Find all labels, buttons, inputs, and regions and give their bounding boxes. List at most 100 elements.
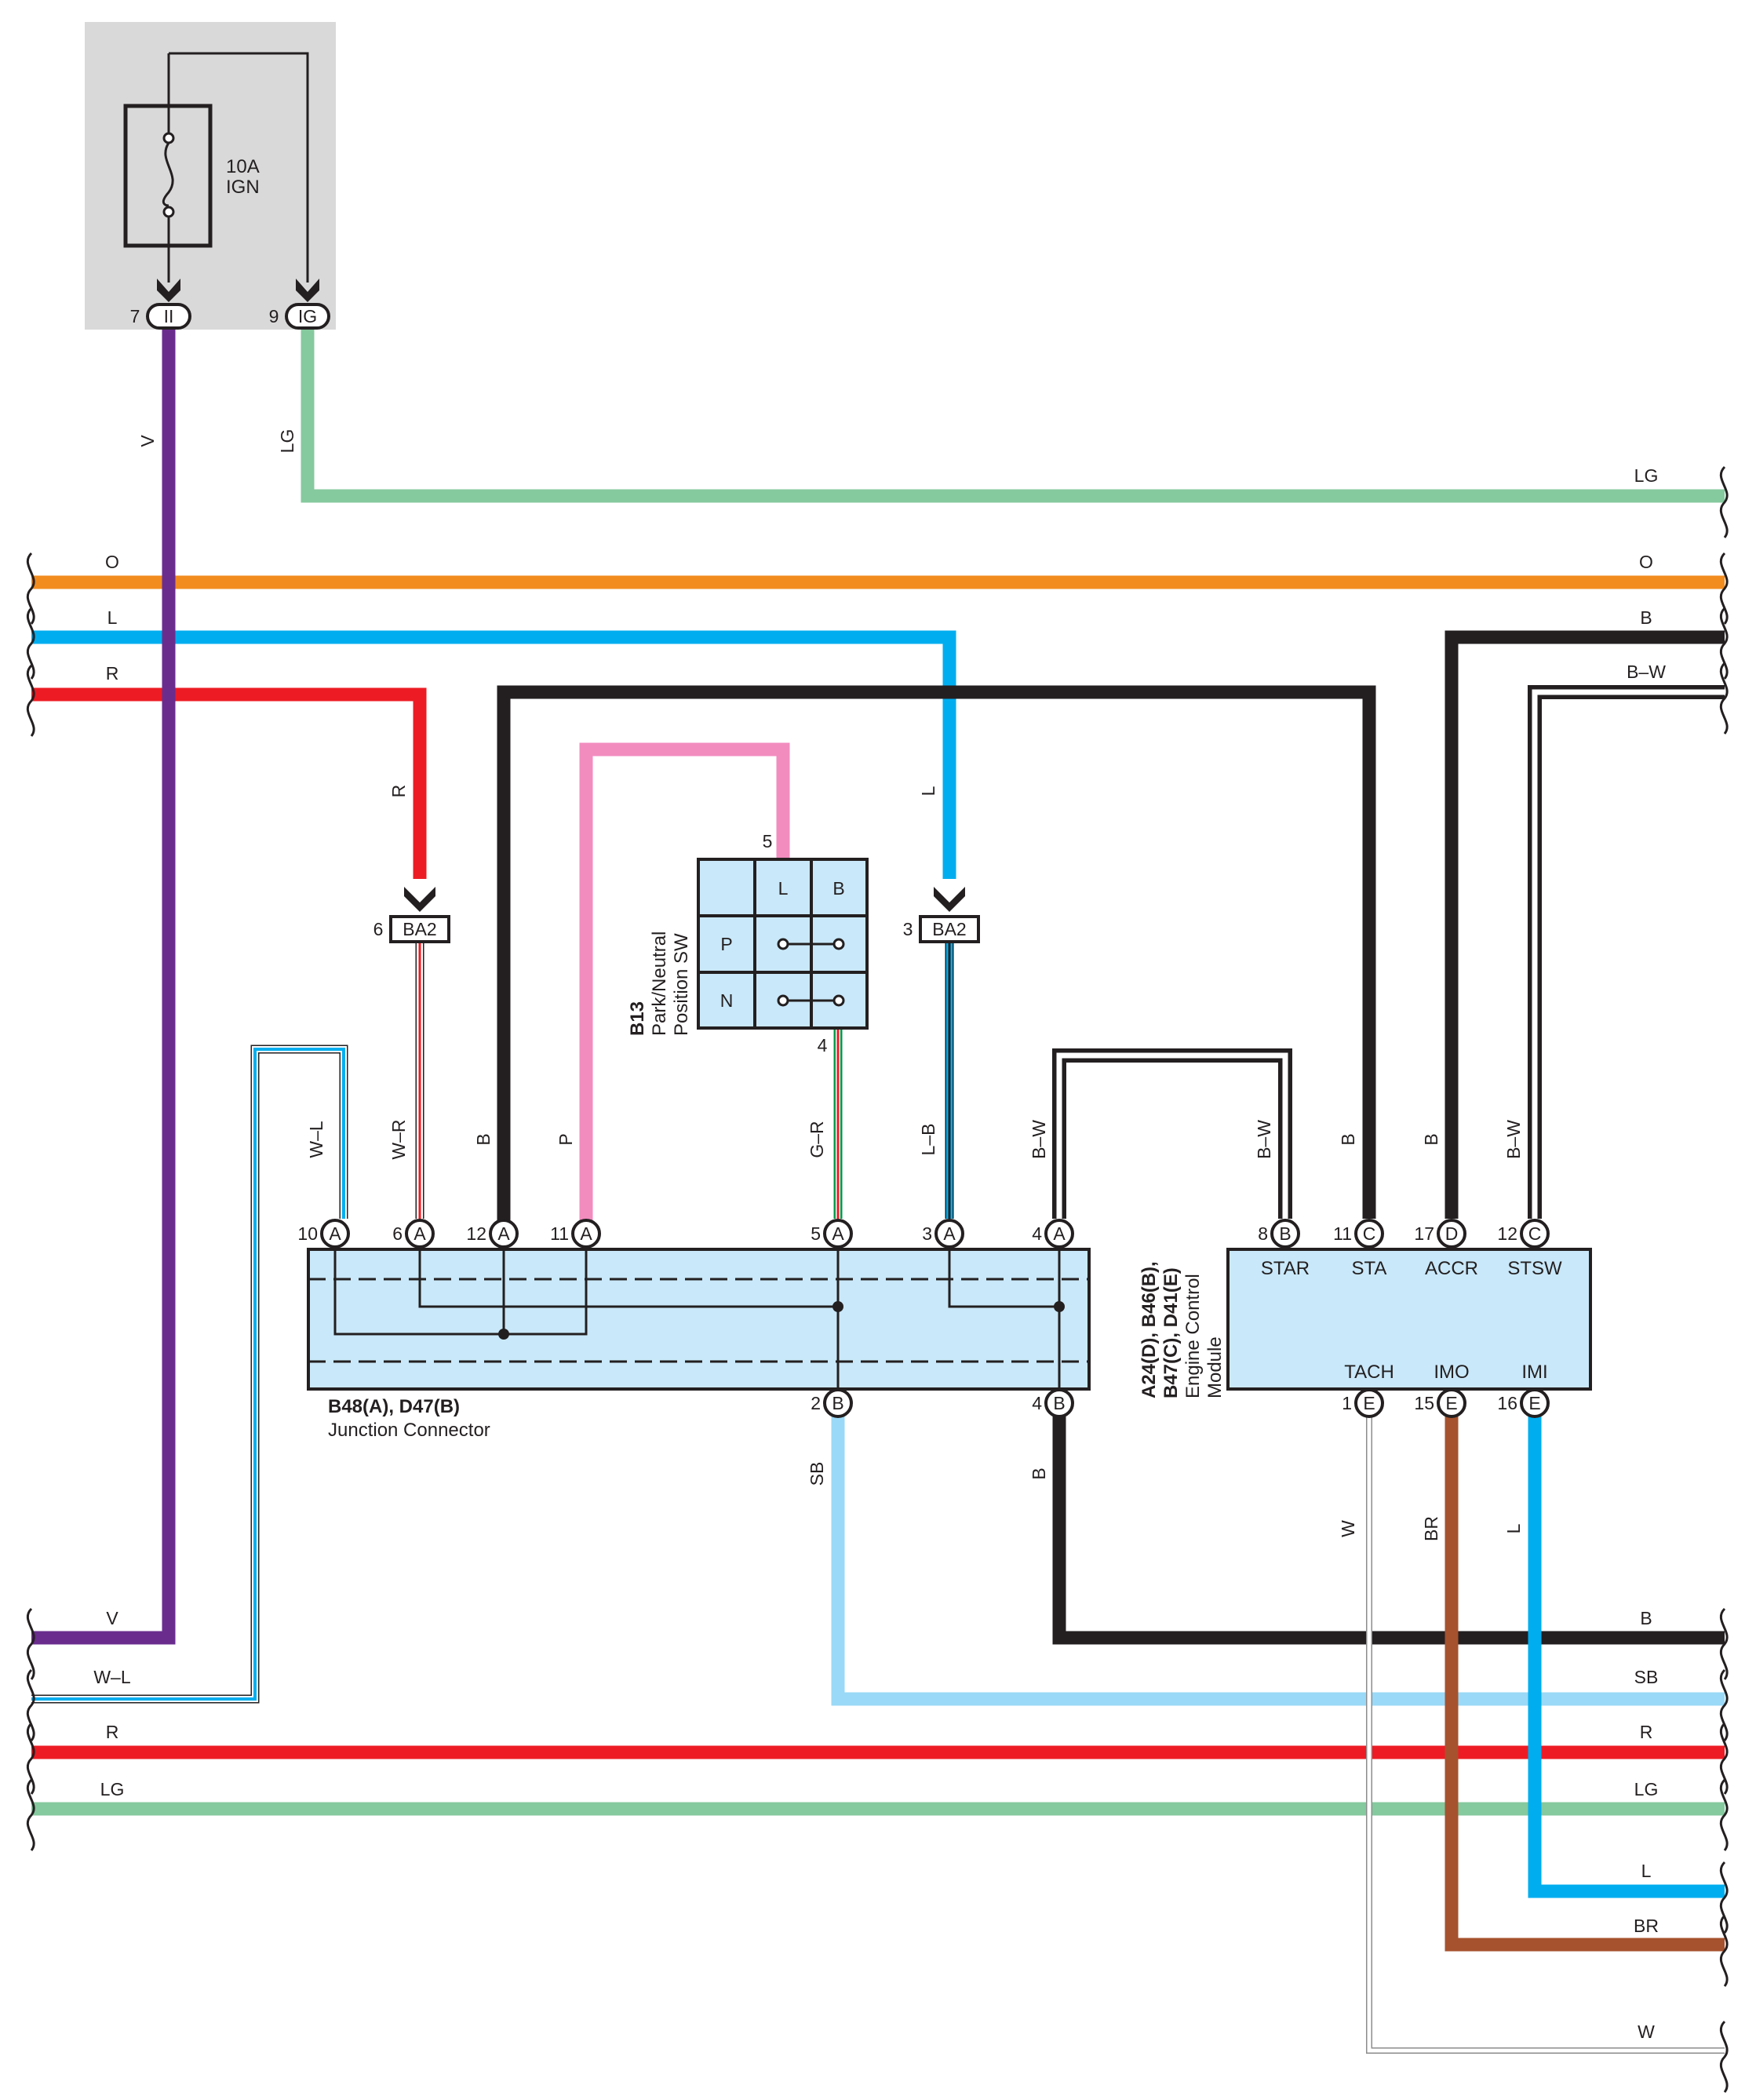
wire-label-v-left: V (106, 1608, 118, 1628)
ecm-top-pin-number: 17 (1414, 1223, 1434, 1244)
ecm-top-pin-circle (1354, 1219, 1384, 1249)
junction-bottom-pin-number: 2 (811, 1393, 821, 1413)
terminal-arrow-icon (296, 279, 319, 302)
splice-left-pin: 6 (373, 919, 384, 939)
ecm-bottom-pin-letter: E (1445, 1393, 1457, 1413)
terminal-arrow-icon (404, 887, 435, 912)
wire-label-br-vertical: BR (1421, 1516, 1441, 1541)
junction-connector: B48(A), D47(B) Junction Connector (307, 1246, 1091, 1441)
junction-bottom-pin-number: 4 (1032, 1393, 1042, 1413)
ecm-name-line2: Module (1204, 1336, 1226, 1398)
wire-label-w-vertical: W (1338, 1520, 1358, 1537)
wire-label-bw-pin12: B–W (1503, 1120, 1524, 1159)
fuse-pin-7-number: 7 (130, 306, 140, 326)
wire-label-l-vertical: L (918, 786, 938, 796)
wire-label-br-right: BR (1634, 1916, 1659, 1936)
fuse-name: IGN (226, 177, 260, 198)
fuse-pin-ii: II (164, 306, 174, 326)
junction-top-pin-letter: A (413, 1223, 426, 1244)
switch-contact-icon (777, 938, 789, 950)
ecm-bottom-pin-number: 15 (1414, 1393, 1434, 1413)
ecm-top-pin-circle (1437, 1219, 1466, 1249)
ecm-bottom-pin-letter: E (1363, 1393, 1375, 1413)
ecm-bottom-pin-number: 16 (1497, 1393, 1517, 1413)
ecm-top-pin-letter: B (1279, 1223, 1291, 1244)
ecm-bottom-pin-letter: E (1528, 1393, 1540, 1413)
wire-l-bottom (1528, 1416, 1725, 1898)
junction-name: Junction Connector (328, 1420, 490, 1441)
wire-label-lg-right-bottom: LG (1634, 1779, 1659, 1799)
wire-v (31, 330, 176, 1645)
switch-pin-4: 4 (818, 1035, 828, 1055)
ecm-terminal-label: IMO (1434, 1362, 1469, 1383)
wire-p (579, 742, 790, 1232)
junction-top-pin-letter: A (943, 1223, 956, 1244)
junction-top-pin-circle (320, 1219, 350, 1249)
ecm-terminal-label: STSW (1507, 1258, 1562, 1279)
ecm-top-pin-number: 12 (1497, 1223, 1517, 1244)
junction-bottom-pin-circle (823, 1388, 853, 1418)
ecm-top-pin-circle (1520, 1219, 1550, 1249)
wire-break-symbols (26, 465, 1729, 2093)
fuse-element-icon (162, 142, 174, 207)
wire-label-l-pin16: L (1503, 1523, 1524, 1533)
engine-control-module: A24(D), B46(B), B47(C), D41(E) Engine Co… (1138, 1248, 1592, 1398)
wire-label-b-pin4b: B (1029, 1467, 1049, 1479)
junction-code: B48(A), D47(B) (328, 1396, 460, 1417)
ecm-terminal-label: TACH (1344, 1362, 1394, 1383)
wire-label-lg-right: LG (1634, 465, 1659, 486)
junction-top-pin-number: 6 (392, 1223, 403, 1244)
switch-name-line2: Position SW (671, 933, 692, 1036)
wire-label-wl-left: W–L (93, 1667, 131, 1687)
junction-top-pin-number: 3 (922, 1223, 932, 1244)
ecm-top-pin-letter: D (1445, 1223, 1459, 1244)
junction-dot-icon (1054, 1301, 1065, 1312)
junction-top-pin-number: 12 (466, 1223, 486, 1244)
ecm-code-line1: A24(D), B46(B), (1138, 1261, 1160, 1398)
wire-label-lg-top: LG (277, 429, 297, 454)
ecm-top-pin-number: 8 (1258, 1223, 1268, 1244)
wire-label-r-vertical: R (388, 785, 409, 798)
switch-contact-icon (832, 994, 845, 1007)
wire-label-r-left-bottom: R (106, 1722, 119, 1742)
fuse-pin-ig: IG (298, 306, 317, 326)
wire-label-bw-right: B–W (1627, 662, 1666, 682)
splice-left: BA2 6 (373, 887, 450, 943)
junction-top-pin-letter: A (329, 1223, 341, 1244)
wire-b-12-sta (497, 685, 1376, 1232)
junction-dot-icon (832, 1301, 843, 1312)
junction-top-pin-circle (934, 1219, 964, 1249)
junction-top-pin-number: 10 (297, 1223, 318, 1244)
junction-bottom-pin-letter: B (832, 1393, 843, 1413)
wire-label-gr-vertical: G–R (807, 1121, 827, 1158)
ecm-bottom-pin-circle (1354, 1388, 1384, 1418)
ecm-top-pin-letter: C (1363, 1223, 1376, 1244)
wire-lg-top (301, 330, 1725, 503)
fuse-pin-9-number: 9 (269, 306, 279, 326)
switch-name-line1: Park/Neutral (649, 932, 670, 1036)
junction-top-pin-circle (489, 1219, 519, 1249)
wire-b-right-top (1445, 630, 1725, 1219)
junction-top-pin-letter: A (580, 1223, 592, 1244)
wire-label-w-right: W (1638, 2022, 1655, 2042)
wire-label-lb-vertical: L–B (918, 1124, 938, 1156)
wire-r-top (31, 687, 427, 879)
ecm-terminal-label: STA (1352, 1258, 1387, 1279)
splice-right: BA2 3 (903, 887, 980, 943)
wire-label-lg-left-bottom: LG (100, 1779, 125, 1799)
wire-labels: O L R V W–L R LG LG O B B–W B SB R LG L … (93, 429, 1666, 2042)
switch-contact-icon (832, 938, 845, 950)
junction-dot-icon (498, 1329, 509, 1340)
ecm-bottom-pin-circle (1437, 1388, 1466, 1418)
ecm-name-line1: Engine Control (1182, 1274, 1204, 1398)
wire-label-b-right-bottom: B (1640, 1608, 1652, 1628)
wire-label-b-right: B (1640, 607, 1652, 628)
wire-wl (31, 1048, 345, 1701)
junction-top-pin-number: 11 (550, 1223, 569, 1244)
splice-left-name: BA2 (403, 919, 436, 939)
ecm-bottom-pin-number: 1 (1342, 1393, 1352, 1413)
switch-row-n: N (720, 990, 734, 1011)
fuse-rating: 10A (226, 156, 260, 177)
wire-bw-right (1532, 689, 1725, 1219)
switch-row-p: P (720, 934, 732, 954)
